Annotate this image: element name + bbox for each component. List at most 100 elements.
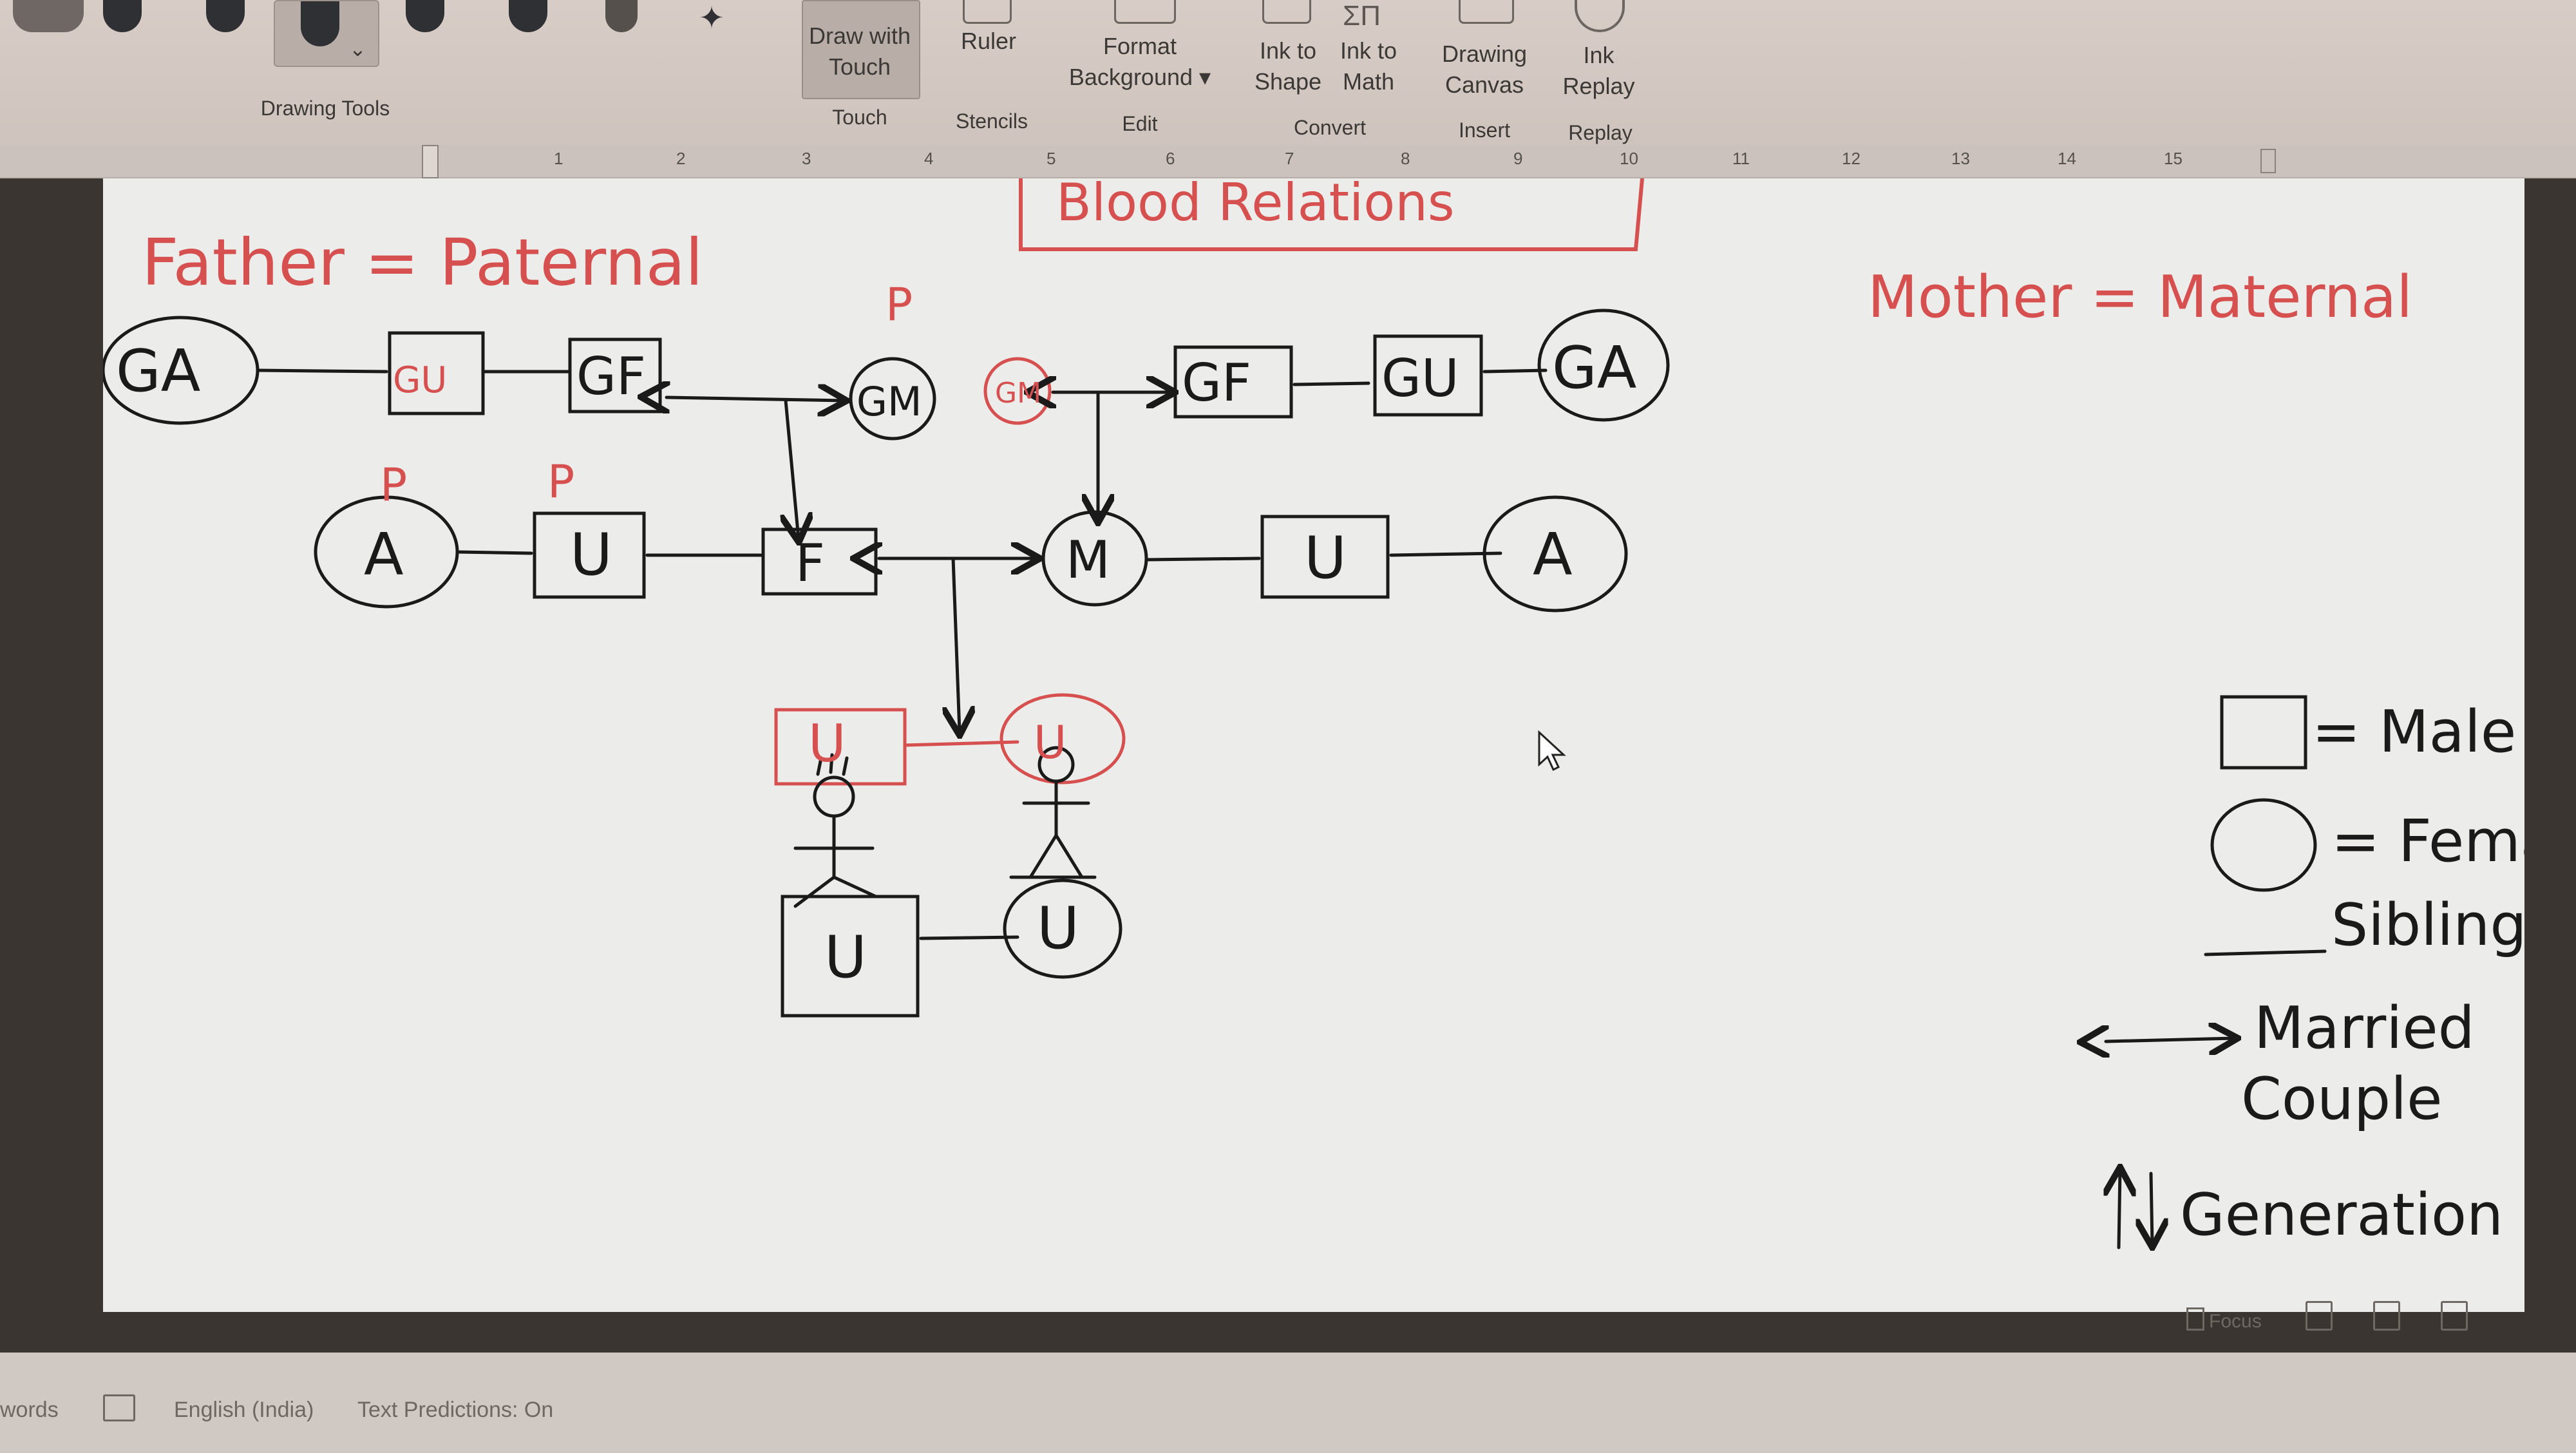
eraser-icon[interactable] [13,0,84,32]
legend-down-arrow [2151,1172,2152,1244]
ruler-number: 1 [554,149,564,168]
p-mark: P [380,459,407,511]
node-label: GA [1552,334,1636,402]
drawing-canvas-icon [1459,0,1514,24]
ruler-number: 7 [1285,149,1294,168]
node-label: U [1034,716,1066,769]
self-female-node [999,693,1126,784]
node-label: U [570,521,612,589]
sibling-line [1482,368,1548,374]
ink-replay-icon [1575,0,1625,32]
sibling-line [903,740,1019,747]
ruler-number: 11 [1732,149,1750,168]
ink-to-shape-button[interactable]: Ink to Shape [1254,37,1322,95]
ruler-number: 5 [1046,149,1056,168]
status-bar [0,1353,2576,1453]
draw-with-touch-label: Draw with Touch [808,23,911,80]
web-layout-icon[interactable] [2441,1301,2468,1331]
indent-marker-icon[interactable] [422,145,439,178]
action-pen-icon[interactable]: ✦ [698,1,725,35]
legend-female-circle [2210,798,2317,892]
node-label: GU [393,359,447,401]
paternal-grandfather-node [568,337,662,413]
print-layout-icon[interactable] [2373,1301,2400,1331]
node-label: U [1037,895,1079,962]
paternal-grandmother-node [849,357,936,441]
ruler-number: 9 [1513,149,1523,168]
format-background-button[interactable]: Format Background ▾ [1068,33,1211,90]
group-edit: Edit [1122,112,1158,135]
ruler-number: 6 [1166,149,1175,168]
sibling-line [1293,381,1370,386]
drawing-canvas-button[interactable]: Drawing Canvas [1441,41,1528,98]
maternal-great-uncle-node [1373,334,1483,417]
node-label: A [1533,521,1573,589]
highlighter-icon[interactable] [605,0,638,32]
node-label: GU [1381,348,1459,408]
title-box [1019,178,1644,251]
node-label: U [824,924,867,991]
language-indicator[interactable]: English (India) [174,1398,314,1422]
legend-married-text: Married [2254,994,2475,1062]
mouse-cursor-icon [1538,730,1566,772]
legend-male-square [2220,695,2307,770]
stick-figure-male-icon [793,753,878,908]
sibling-line [1144,556,1261,562]
pen-icon[interactable] [103,0,142,32]
child-female-node [1003,878,1122,979]
legend-siblings-text: Siblings [2331,891,2524,959]
generation-arrow [953,556,960,732]
pen-icon [301,1,339,46]
node-label: GF [1182,353,1251,413]
sibling-line [455,550,533,555]
ruler-number: 4 [924,149,934,168]
ink-to-math-button[interactable]: Ink to Math [1340,37,1397,95]
pen-icon[interactable] [509,0,547,32]
married-arrow [667,397,844,401]
document-page[interactable]: Blood Relations Father = Paternal Mother… [103,178,2524,1312]
p-mark: P [547,455,574,508]
text-predictions-indicator[interactable]: Text Predictions: On [357,1398,554,1422]
read-mode-icon[interactable] [2306,1301,2333,1331]
father-label: Father = Paternal [142,225,703,300]
focus-label[interactable]: Focus [2209,1311,2262,1332]
ruler-button[interactable]: Ruler [960,28,1017,54]
format-background-icon [1114,0,1176,24]
node-label: U [1304,524,1347,592]
maternal-uncle-node [1260,515,1390,599]
horizontal-ruler[interactable]: 1 2 3 4 5 6 7 8 9 10 11 12 13 14 15 [0,145,2576,178]
ink-to-shape-icon [1262,0,1311,24]
maternal-great-aunt-node [1537,309,1670,422]
stick-figure-female-icon [1009,746,1097,879]
legend-generation-text: Generation [2180,1181,2503,1249]
node-label: U [808,714,846,774]
ink-replay-button[interactable]: Ink Replay [1562,42,1635,99]
ruler-icon [963,0,1012,24]
pen-icon[interactable] [406,0,444,32]
sibling-line [919,935,1019,940]
draw-with-touch-button[interactable] [802,0,920,99]
legend-sibling-line [2204,949,2327,956]
mother-label: Mother = Maternal [1868,263,2412,331]
maternal-aunt-node [1482,495,1628,613]
pen-icon[interactable] [206,0,245,32]
proofing-icon[interactable] [103,1394,135,1421]
maternal-grandfather-node [1173,345,1293,419]
node-label: GA [116,337,200,405]
right-indent-marker-icon[interactable] [2260,149,2276,173]
legend-married-arrow [2106,1038,2235,1041]
focus-icon[interactable] [2186,1307,2204,1331]
ruler-number: 2 [676,149,686,168]
group-convert: Convert [1293,116,1367,139]
chevron-down-icon: ⌄ [349,37,366,61]
node-label: GM [995,377,1041,410]
title-text: Blood Relations [1056,178,1455,233]
word-count[interactable]: words [0,1398,59,1422]
pen-selected-button[interactable]: ⌄ [274,0,379,67]
group-replay: Replay [1568,121,1633,144]
node-label: F [795,533,825,593]
node-label: M [1066,530,1110,590]
ruler-number: 12 [1842,149,1861,168]
group-touch: Touch [832,106,887,129]
node-label: A [364,521,404,589]
